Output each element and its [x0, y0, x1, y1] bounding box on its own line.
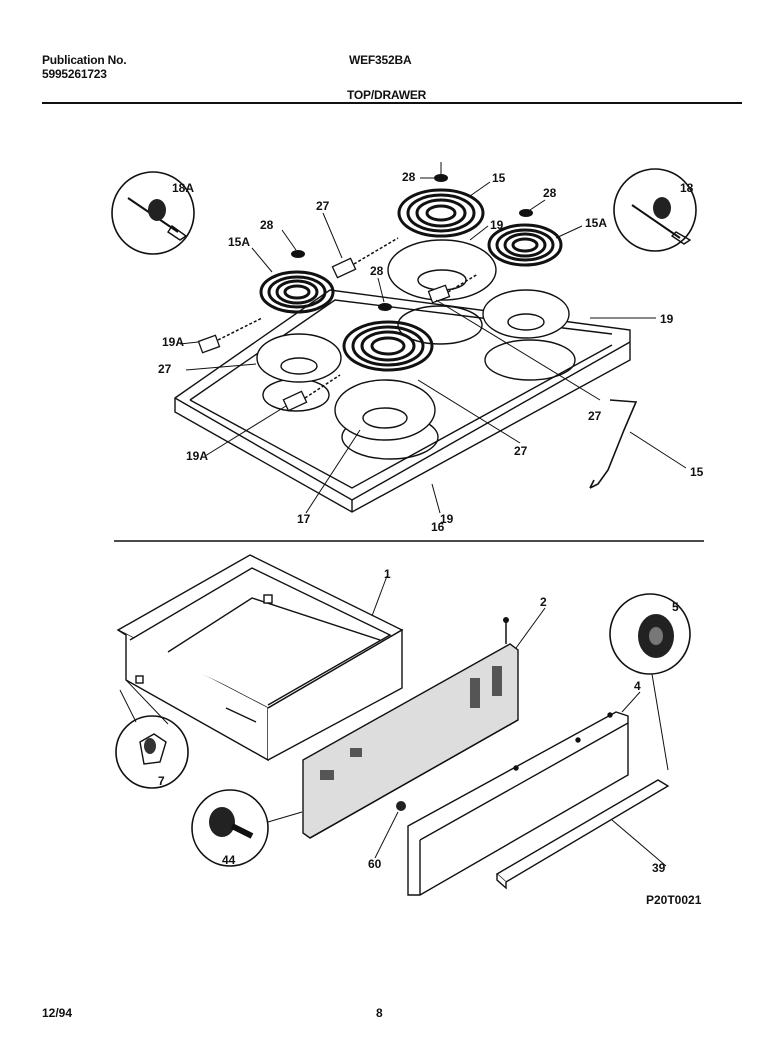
drawer-front-panel	[302, 617, 519, 839]
inset-7	[115, 715, 189, 789]
callout-top-11: 19	[660, 312, 674, 326]
diagram-code: P20T0021	[646, 893, 702, 907]
callout-top-17: 15	[690, 465, 704, 479]
callout-top-1: 15	[492, 171, 506, 185]
publication-number: 5995261723	[42, 67, 107, 81]
callout-drawer-1: 2	[540, 595, 547, 609]
callout-top-20: 16	[431, 520, 445, 534]
callout-top-4: 15A	[228, 235, 250, 249]
element-right	[487, 223, 563, 267]
element-left-back	[259, 270, 335, 314]
element-center-back	[397, 188, 485, 238]
callout-top-2: 28	[543, 186, 557, 200]
model-number: WEF352BA	[349, 53, 412, 67]
callout-top-12: 19A	[162, 335, 184, 349]
callout-top-14: 19A	[186, 449, 208, 463]
callout-top-3: 19	[490, 218, 504, 232]
callout-top-10: 28	[370, 264, 384, 278]
drip-bowls	[256, 239, 570, 441]
callout-top-13: 27	[158, 362, 172, 376]
callout-drawer-7: 39	[652, 861, 666, 875]
callout-top-9: 15A	[585, 216, 607, 230]
callout-top-19: 19	[440, 512, 454, 526]
element-center-front	[342, 320, 434, 372]
screw-60	[396, 801, 406, 811]
callout-drawer-0: 1	[384, 567, 391, 581]
callout-top-6: 18	[680, 181, 694, 195]
callout-top-16: 27	[514, 444, 528, 458]
surface-elements	[259, 188, 563, 372]
drawer-trim-panel	[407, 711, 629, 896]
drawer-leader-lines	[119, 575, 669, 867]
callout-top-7: 28	[260, 218, 274, 232]
section-title: TOP/DRAWER	[347, 88, 427, 102]
inset-44	[191, 789, 269, 867]
callout-top-0: 28	[402, 170, 416, 184]
trim-caps	[291, 174, 533, 311]
callout-drawer-2: 5	[672, 600, 679, 614]
callout-drawer-6: 60	[368, 857, 382, 871]
callout-drawer-4: 7	[158, 774, 165, 788]
inset-5	[609, 593, 691, 675]
wire-leads	[217, 237, 479, 399]
page-number: 8	[376, 1006, 383, 1020]
callout-top-5: 18A	[172, 181, 194, 195]
terminal-blocks	[197, 257, 451, 412]
inset-18a	[111, 171, 195, 255]
callout-drawer-3: 4	[634, 679, 641, 693]
drawer-body	[116, 554, 404, 762]
publication-label: Publication No.	[42, 53, 127, 67]
callout-top-18: 17	[297, 512, 311, 526]
rod-part-17	[589, 399, 638, 489]
callout-top-15: 27	[588, 409, 602, 423]
callout-drawer-5: 44	[222, 853, 236, 867]
footer-date: 12/94	[42, 1006, 73, 1020]
inset-18	[613, 168, 697, 252]
callout-top-8: 27	[316, 199, 330, 213]
top-leader-lines	[179, 162, 687, 514]
drawer-handle-39	[495, 779, 670, 890]
